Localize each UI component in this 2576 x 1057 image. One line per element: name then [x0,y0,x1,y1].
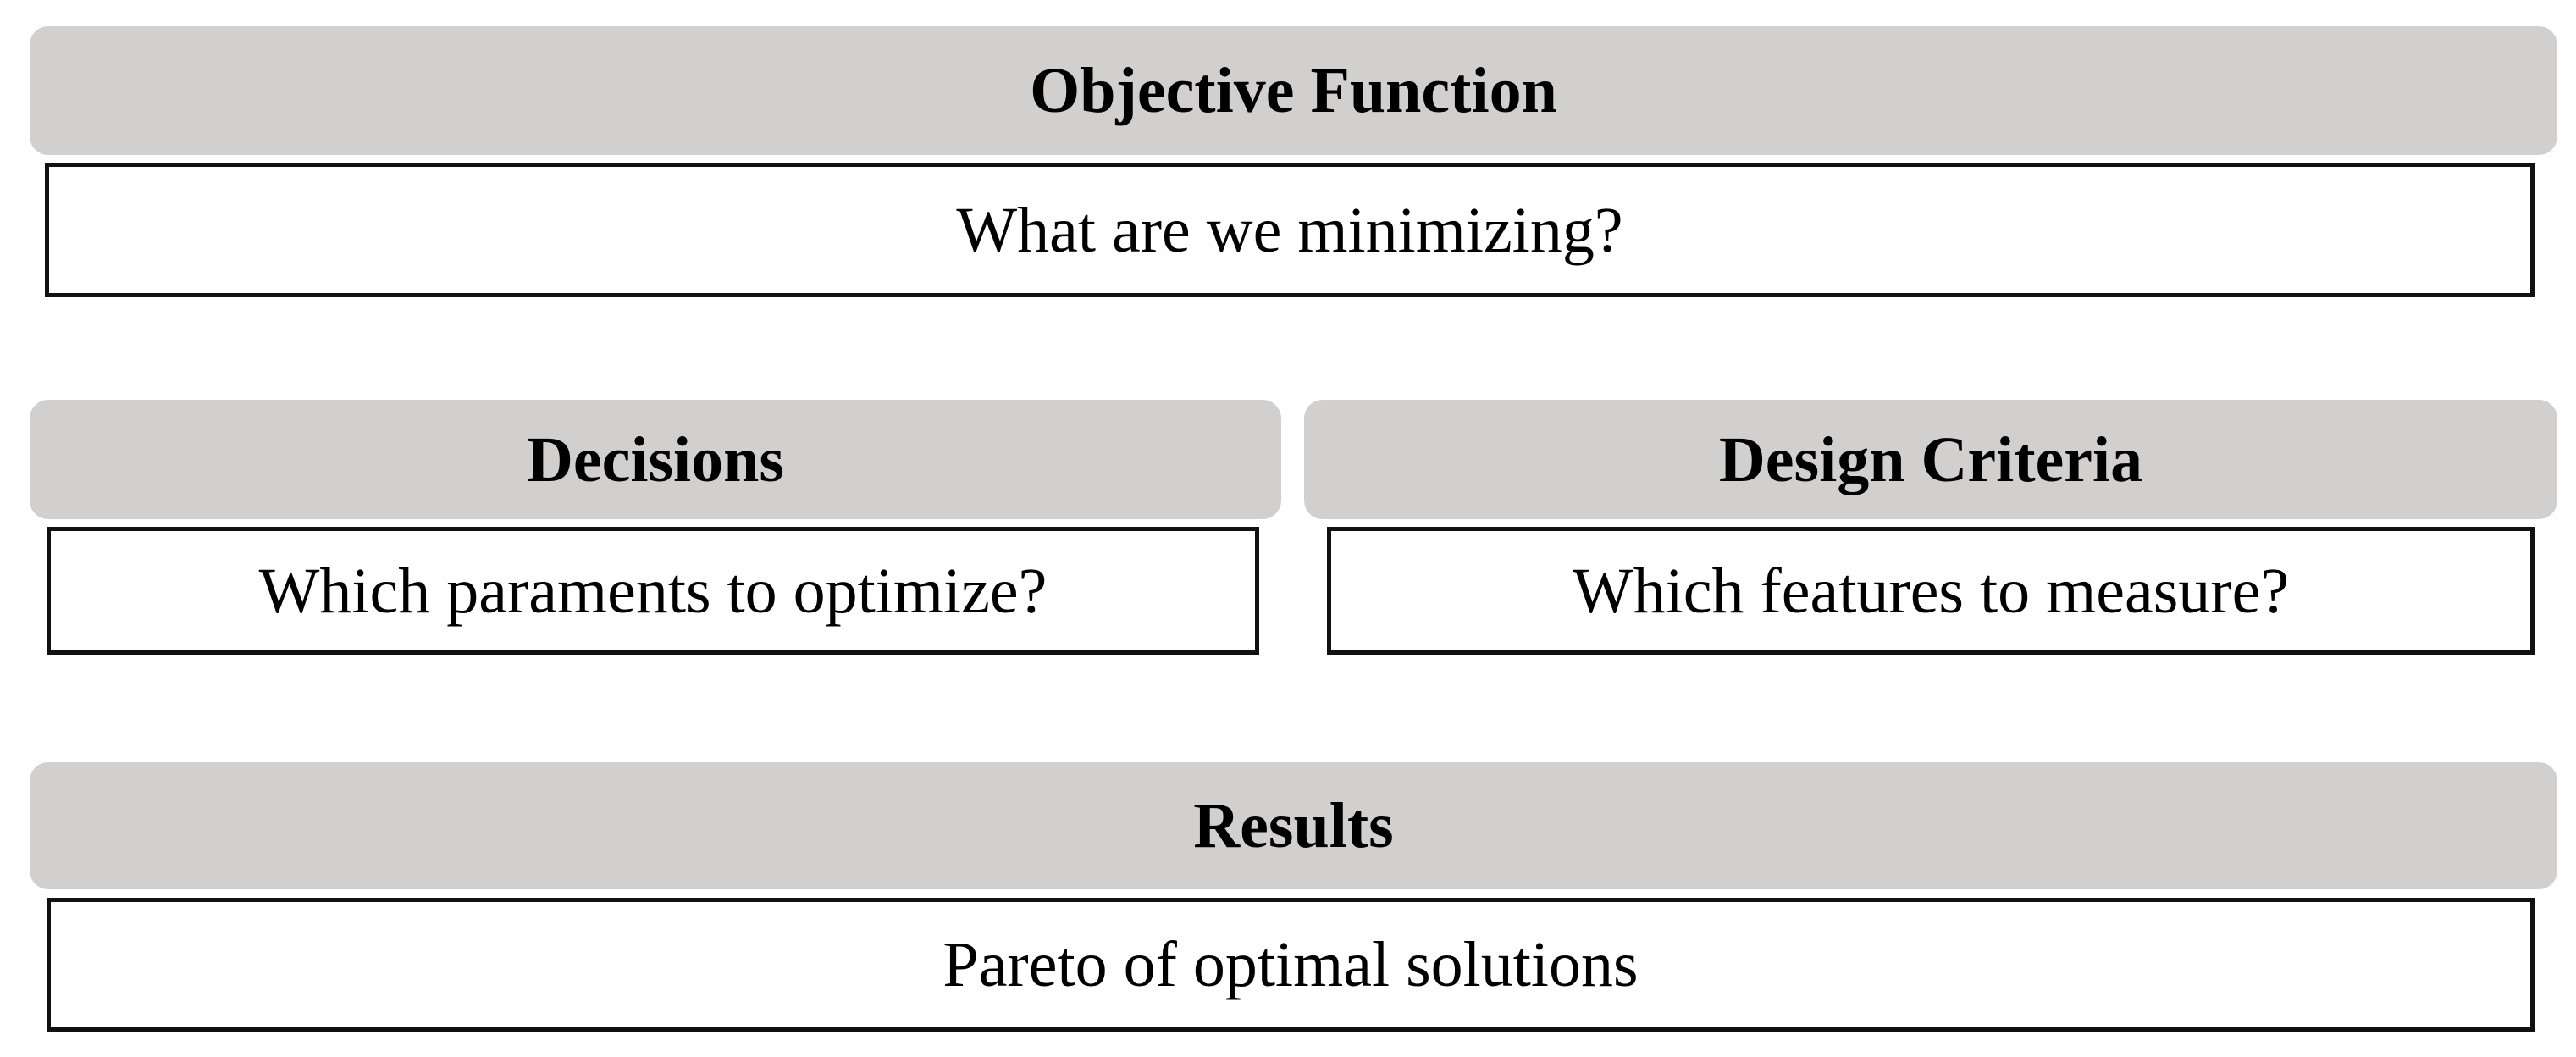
decisions-title: Decisions [527,423,784,495]
results-title: Results [1193,790,1394,861]
objective-function-question: What are we minimizing? [956,194,1623,266]
objective-function-box: What are we minimizing? [45,163,2535,297]
design-criteria-question: Which features to measure? [1572,555,2290,627]
results-box: Pareto of optimal solutions [47,898,2535,1032]
design-criteria-box: Which features to measure? [1327,527,2535,655]
objective-function-title: Objective Function [1030,55,1557,126]
decisions-question: Which paraments to optimize? [258,555,1048,627]
decisions-header: Decisions [30,400,1281,519]
results-description: Pareto of optimal solutions [943,929,1639,1000]
design-criteria-title: Design Criteria [1718,423,2143,495]
objective-function-header: Objective Function [30,26,2557,155]
results-header: Results [30,762,2557,889]
design-criteria-header: Design Criteria [1304,400,2557,519]
decisions-box: Which paraments to optimize? [47,527,1259,655]
